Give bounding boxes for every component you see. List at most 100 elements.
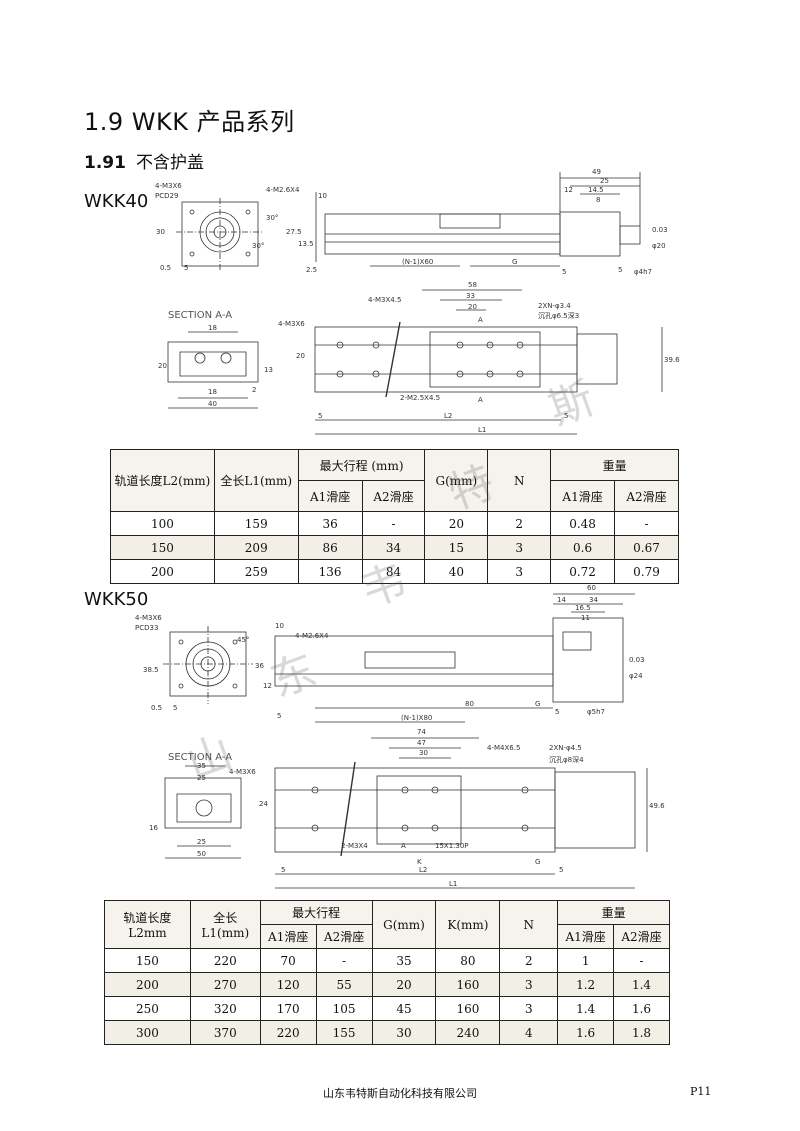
cell: 3 (487, 535, 552, 560)
cell: 300 (104, 1020, 191, 1045)
wkk50-section-25: 25 (197, 774, 206, 782)
wkk50-spec-table: 轨道长度L2mm 全长L1(mm) 最大行程 G(mm) K(mm) N 重量 … (104, 900, 670, 1045)
model-wkk40-label: WKK40 (84, 191, 149, 212)
wkk50-label-pitch: (N-1)X80 (401, 714, 432, 722)
wkk50-label-g: G (535, 700, 540, 708)
wkk40-drawing: 4-M3X6 PCD29 4-M2.6X4 10 30 0.5 5 13.5 2… (155, 168, 680, 435)
wkk40-label-10: 10 (318, 192, 327, 200)
wkk40-plan-m25: 2-M2.5X4.5 (400, 394, 440, 402)
wkk40-plan-5: 5 (318, 412, 322, 420)
wkk50-header-g: G(mm) (371, 900, 437, 949)
cell: 86 (297, 535, 363, 560)
cell: 0.79 (614, 559, 679, 584)
wkk50-plan-g: G (535, 858, 540, 866)
cell: - (614, 511, 679, 536)
cell: 84 (361, 559, 426, 584)
wkk40-section-title: SECTION A-A (168, 310, 232, 321)
wkk50-plan-a: A (401, 842, 406, 850)
table-row: 150 220 70 - 35 80 2 1 - (104, 948, 670, 973)
wkk50-header-weight-a2: A2滑座 (613, 924, 670, 949)
wkk40-label-5b: 5 (562, 268, 566, 276)
table-row: 200 270 120 55 20 160 3 1.2 1.4 (104, 972, 670, 997)
wkk50-header-max-stroke: 最大行程 (259, 900, 373, 925)
wkk40-header-max-stroke: 最大行程 (mm) (297, 449, 426, 481)
wkk40-plan-33: 33 (466, 292, 475, 300)
cell: 45 (371, 996, 437, 1021)
cell: 0.6 (550, 535, 616, 560)
model-wkk50-label: WKK50 (84, 589, 149, 610)
cell: 209 (213, 535, 299, 560)
wkk50-plan-5: 5 (281, 866, 285, 874)
wkk40-header-total-length: 全长L1(mm) (213, 449, 299, 512)
wkk50-section-50: 50 (197, 850, 206, 858)
wkk50-section-25b: 25 (197, 838, 206, 846)
wkk40-plan-m3x45: 4-M3X4.5 (368, 296, 401, 304)
wkk40-label-pcd: PCD29 (155, 192, 178, 200)
table-row: 150 209 86 34 15 3 0.6 0.67 (110, 535, 679, 560)
wkk50-label-36: 36 (255, 662, 264, 670)
wkk40-header-weight-a2: A2滑座 (614, 480, 679, 512)
cell: 155 (315, 1020, 373, 1045)
table-row: 200 259 136 84 40 3 0.72 0.79 (110, 559, 679, 584)
wkk40-header-a2: A2滑座 (361, 480, 426, 512)
wkk40-label-8: 8 (596, 196, 600, 204)
cell: 20 (424, 511, 489, 536)
cell: 159 (213, 511, 299, 536)
wkk50-header-weight-a1: A1滑座 (557, 924, 615, 949)
wkk40-header-n: N (487, 449, 552, 512)
wkk40-plan-l1: L1 (478, 426, 486, 434)
wkk50-plan-l1: L1 (449, 880, 457, 888)
wkk50-label-pcd: PCD33 (135, 624, 158, 632)
cell: 259 (213, 559, 299, 584)
wkk50-plan-k: K (417, 858, 422, 866)
cell: 370 (189, 1020, 261, 1045)
wkk50-label-5c: 5 (555, 708, 559, 716)
wkk40-section-m3x6: 4-M3X6 (278, 320, 305, 328)
cell: 100 (110, 511, 215, 536)
wkk40-label-12: 12 (564, 186, 573, 194)
cell: 2 (499, 948, 559, 973)
wkk50-plan-counterbore: 沉孔φ8深4 (549, 755, 584, 764)
wkk40-plan-58: 58 (468, 281, 477, 289)
wkk50-section-16: 16 (149, 824, 158, 832)
wkk50-label-14: 14 (557, 596, 566, 604)
table-row: 100 159 36 - 20 2 0.48 - (110, 511, 679, 536)
wkk50-label-11: 11 (581, 614, 590, 622)
cell: 36 (297, 511, 363, 536)
cell: 220 (259, 1020, 317, 1045)
wkk40-plan-396: 39.6 (664, 356, 680, 364)
cell: 20 (371, 972, 437, 997)
wkk40-section-13: 13 (264, 366, 273, 374)
wkk50-label-80: 80 (465, 700, 474, 708)
wkk50-header-a1: A1滑座 (259, 924, 317, 949)
wkk40-section-40: 40 (208, 400, 217, 408)
cell: 200 (104, 972, 191, 997)
wkk40-label-145: 14.5 (588, 186, 604, 194)
wkk50-label-phi5: φ5h7 (587, 708, 605, 716)
cell: 240 (435, 1020, 501, 1045)
wkk50-label-385: 38.5 (143, 666, 159, 674)
cell: 1.6 (613, 996, 670, 1021)
cell: 34 (361, 535, 426, 560)
table-row: 300 370 220 155 30 240 4 1.6 1.8 (104, 1020, 670, 1045)
cell: 0.48 (550, 511, 616, 536)
cell: 105 (315, 996, 373, 1021)
wkk40-label-5: 5 (184, 264, 188, 272)
cell: 80 (435, 948, 501, 973)
cell: 1.4 (613, 972, 670, 997)
subtitle-number: 1.91 (84, 153, 126, 173)
wkk50-header-a2: A2滑座 (315, 924, 373, 949)
wkk40-header-g: G(mm) (424, 449, 489, 512)
wkk50-label-12: 12 (263, 682, 272, 690)
wkk50-header-k: K(mm) (435, 900, 501, 949)
wkk50-label-10: 10 (275, 622, 284, 630)
wkk40-header-a1: A1滑座 (297, 480, 363, 512)
cell: 1.6 (557, 1020, 615, 1045)
wkk40-plan-a2: A (478, 396, 483, 404)
wkk50-label-phi24: φ24 (629, 672, 643, 680)
cell: 170 (259, 996, 317, 1021)
wkk50-label-m3x6: 4-M3X6 (135, 614, 162, 622)
wkk50-plan-scale: 15X1.30P (435, 842, 469, 850)
wkk50-label-45deg: 45° (237, 636, 249, 644)
